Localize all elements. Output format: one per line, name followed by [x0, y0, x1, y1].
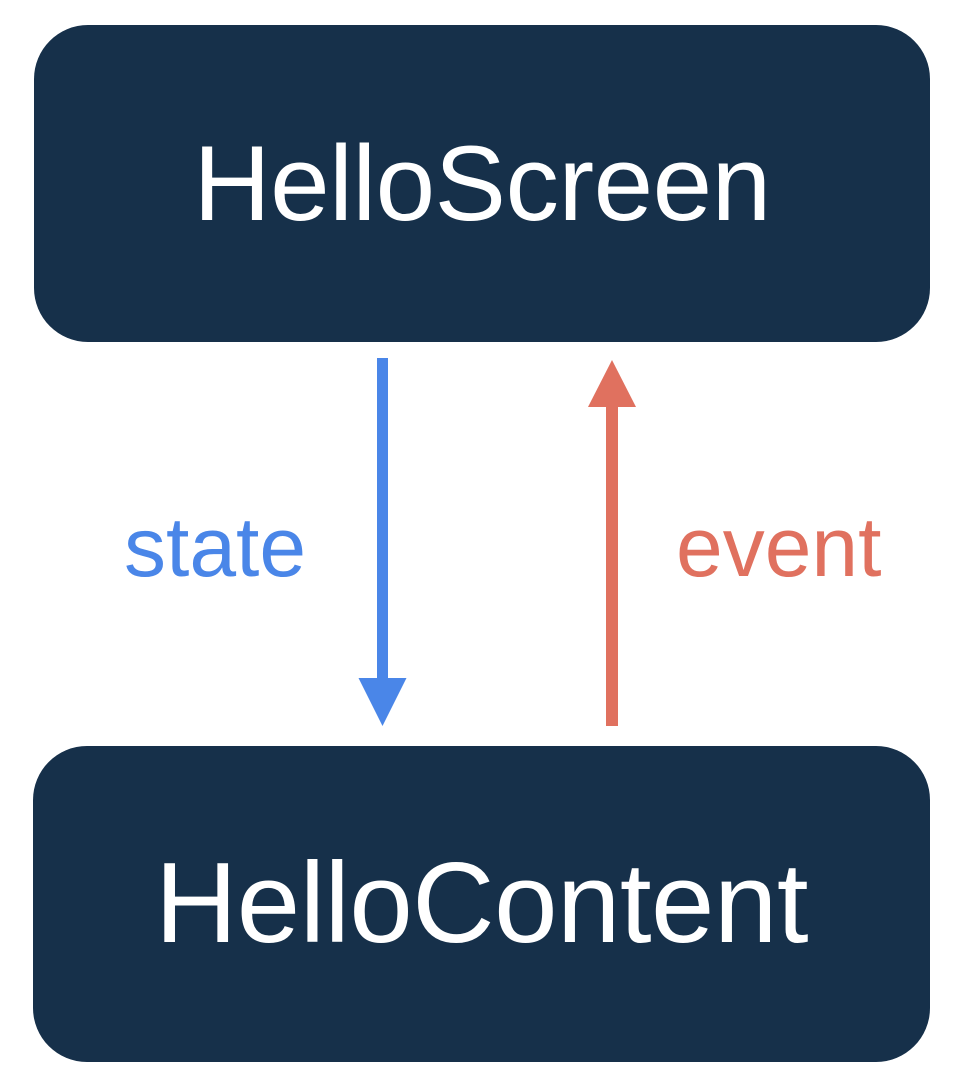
edge-label-event: event — [676, 500, 882, 594]
node-hello-content[interactable]: HelloContent — [33, 746, 930, 1062]
edge-state-arrow — [358, 358, 407, 726]
edge-label-state: state — [124, 500, 307, 594]
node-hello-screen-label: HelloScreen — [193, 123, 771, 243]
node-hello-content-label: HelloContent — [154, 840, 809, 967]
node-hello-screen[interactable]: HelloScreen — [34, 25, 930, 342]
edge-event-arrow — [588, 360, 636, 726]
